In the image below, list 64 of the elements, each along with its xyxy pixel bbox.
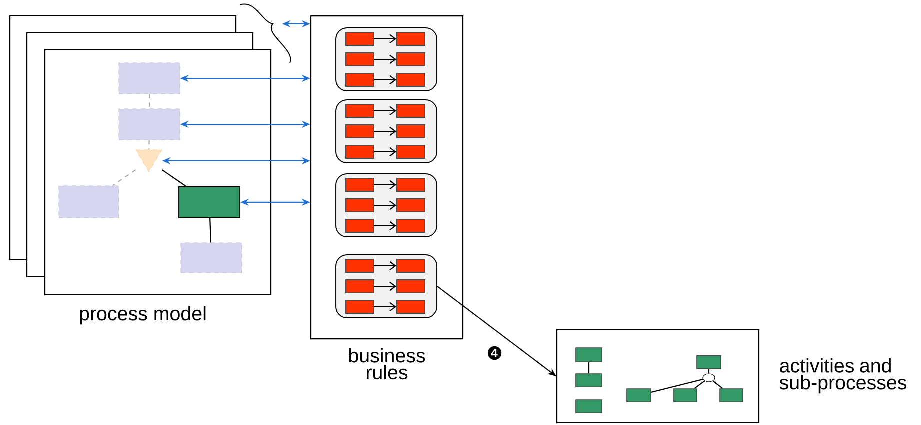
arrow	[374, 147, 397, 157]
curly-brace	[240, 4, 292, 64]
connector-circle	[702, 374, 716, 382]
activity-box	[720, 388, 744, 402]
arrow	[374, 75, 397, 85]
arrow	[374, 54, 397, 64]
rule-term-box	[346, 219, 374, 233]
rule-term-box	[346, 300, 374, 314]
rule-term-box	[396, 124, 426, 138]
arrow	[374, 34, 397, 44]
arrow	[374, 261, 397, 271]
rule-term-box	[346, 73, 374, 87]
arrow	[374, 126, 397, 136]
rule-term-box	[346, 198, 374, 212]
rule-term-box	[396, 104, 426, 118]
activity-box	[576, 374, 602, 388]
rule-term-box	[396, 32, 426, 46]
connector-line	[588, 362, 590, 374]
connector-line	[712, 380, 723, 390]
arrow	[374, 302, 397, 312]
activity-box	[626, 388, 652, 402]
rule-term-box	[346, 52, 374, 66]
node-label: activities and sub-processes	[780, 358, 907, 394]
arrow	[374, 106, 397, 116]
arrow	[374, 282, 397, 292]
rule-term-box	[396, 259, 426, 273]
rule-term-box	[396, 219, 426, 233]
rule-term-box	[346, 178, 374, 192]
arrow	[374, 221, 397, 231]
activity-box	[576, 400, 602, 414]
rule-term-box	[346, 280, 374, 294]
activity-box	[576, 348, 602, 362]
activity-box	[674, 388, 698, 402]
activity-box	[696, 356, 722, 370]
rule-term-box	[396, 280, 426, 294]
connector-line	[162, 170, 187, 187]
arrow	[374, 200, 397, 210]
faded-process-box	[118, 108, 180, 140]
connector-line	[694, 380, 706, 390]
rule-term-box	[346, 124, 374, 138]
rule-term-box	[396, 178, 426, 192]
connector-line	[708, 369, 710, 374]
rule-term-box	[396, 73, 426, 87]
rule-term-box	[396, 52, 426, 66]
arrow	[374, 180, 397, 190]
rule-term-box	[396, 300, 426, 314]
faded-process-box	[180, 242, 242, 274]
node-label: process model	[80, 306, 206, 325]
edge-label: ❹	[485, 345, 504, 362]
connector-line	[148, 94, 150, 109]
rule-term-box	[396, 198, 426, 212]
rule-term-box	[346, 104, 374, 118]
faded-process-box	[58, 186, 120, 218]
connector-line	[148, 140, 150, 150]
node-label: business rules	[349, 348, 426, 380]
connector-line	[112, 170, 136, 186]
rule-term-box	[396, 145, 426, 159]
faded-process-box	[118, 62, 180, 94]
rule-term-box	[346, 259, 374, 273]
connector-line	[651, 378, 704, 393]
activity-box	[178, 186, 241, 218]
rule-term-box	[346, 32, 374, 46]
connector-line	[210, 218, 212, 243]
rule-term-box	[346, 145, 374, 159]
